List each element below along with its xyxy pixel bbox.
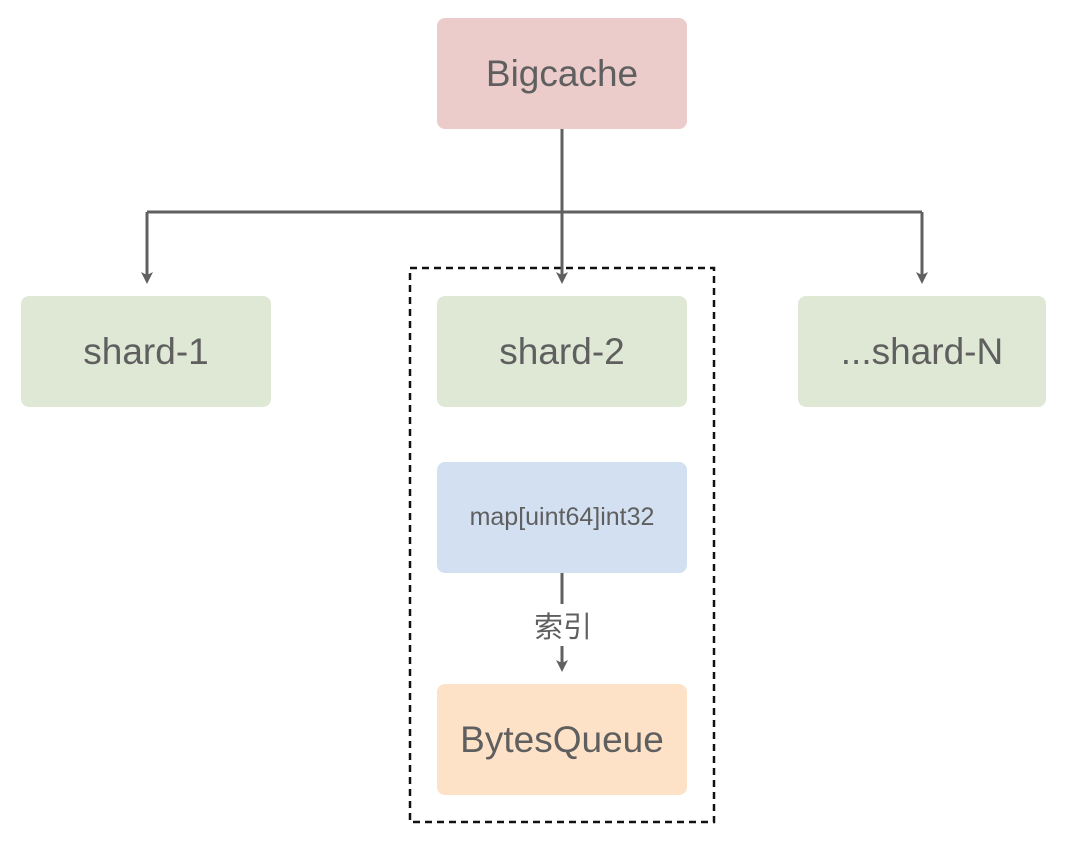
shard-n-label: ...shard-N	[840, 330, 1004, 372]
bytes-queue-label: BytesQueue	[460, 718, 664, 760]
bigcache-node: Bigcache	[437, 18, 687, 129]
shard-2-label: shard-2	[499, 330, 625, 372]
shard-2-node: shard-2	[437, 296, 687, 407]
index-map-label: map[uint64]int32	[469, 503, 655, 531]
shard-1-label: shard-1	[83, 330, 209, 372]
shard-2-group-frame	[408, 266, 716, 824]
index-edge-label: 索引	[518, 604, 608, 646]
bytes-queue-node: BytesQueue	[437, 684, 687, 795]
index-map-node: map[uint64]int32	[437, 462, 687, 573]
shard-n-node: ...shard-N	[798, 296, 1046, 407]
shard-1-node: shard-1	[21, 296, 271, 407]
bigcache-label: Bigcache	[485, 52, 639, 94]
